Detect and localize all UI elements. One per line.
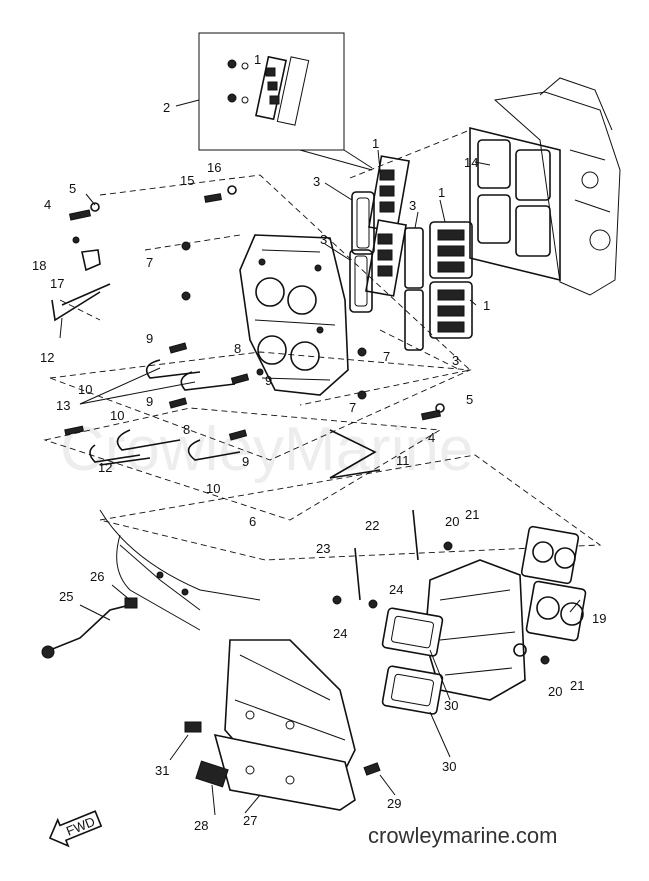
callout-24: 24 xyxy=(333,626,347,641)
callout-3: 3 xyxy=(409,198,416,213)
reed-valve-assemblies xyxy=(349,155,473,351)
callout-10: 10 xyxy=(206,481,220,496)
callout-9: 9 xyxy=(265,373,272,388)
callout-8: 8 xyxy=(183,422,190,437)
hoses xyxy=(51,283,381,479)
callout-3: 3 xyxy=(313,174,320,189)
crankcase-block xyxy=(493,77,621,296)
callout-28: 28 xyxy=(194,818,208,833)
callout-2: 2 xyxy=(163,100,170,115)
dashed-assembly-outlines xyxy=(43,129,602,561)
callout-31: 31 xyxy=(155,763,169,778)
callout-labels: 1 1 1 1 2 3 3 3 3 4 4 5 5 6 7 7 7 8 8 9 … xyxy=(32,52,606,833)
callout-9: 9 xyxy=(146,394,153,409)
callout-3: 3 xyxy=(320,232,327,247)
callout-12: 12 xyxy=(98,460,112,475)
callout-1: 1 xyxy=(483,298,490,313)
callout-12: 12 xyxy=(40,350,54,365)
reed-valve-detail-inset xyxy=(198,32,373,171)
silencer-body xyxy=(41,509,261,659)
callout-19: 19 xyxy=(592,611,606,626)
callout-20: 20 xyxy=(548,684,562,699)
callout-15: 15 xyxy=(180,173,194,188)
callout-29: 29 xyxy=(387,796,401,811)
callout-7: 7 xyxy=(349,400,356,415)
callout-20: 20 xyxy=(445,514,459,529)
callout-13: 13 xyxy=(56,398,70,413)
callout-6: 6 xyxy=(249,514,256,529)
callout-26: 26 xyxy=(90,569,104,584)
callout-18: 18 xyxy=(32,258,46,273)
site-url-text: crowleymarine.com xyxy=(368,823,558,848)
fittings-and-bolts xyxy=(64,185,445,441)
fwd-arrow-badge: FWD xyxy=(48,810,103,848)
callout-17: 17 xyxy=(50,276,64,291)
callout-1: 1 xyxy=(372,136,379,151)
callout-4: 4 xyxy=(428,430,435,445)
callout-21: 21 xyxy=(570,678,584,693)
callout-24: 24 xyxy=(389,582,403,597)
callout-30: 30 xyxy=(442,759,456,774)
callout-8: 8 xyxy=(234,341,241,356)
callout-10: 10 xyxy=(78,382,92,397)
carburetor-assembly xyxy=(332,509,587,715)
callout-7: 7 xyxy=(146,255,153,270)
callout-7: 7 xyxy=(383,349,390,364)
callout-22: 22 xyxy=(365,518,379,533)
callout-14: 14 xyxy=(464,155,478,170)
callout-10: 10 xyxy=(110,408,124,423)
callout-9: 9 xyxy=(146,331,153,346)
callout-27: 27 xyxy=(243,813,257,828)
callout-11: 11 xyxy=(396,453,410,468)
crankcase-gasket xyxy=(469,126,561,282)
callout-4: 4 xyxy=(44,197,51,212)
callout-9: 9 xyxy=(242,454,249,469)
callout-23: 23 xyxy=(316,541,330,556)
callout-21: 21 xyxy=(465,507,479,522)
callout-16: 16 xyxy=(207,160,221,175)
callout-25: 25 xyxy=(59,589,73,604)
intake-manifold xyxy=(239,234,349,396)
callout-5: 5 xyxy=(466,392,473,407)
callout-3: 3 xyxy=(452,353,459,368)
callout-1: 1 xyxy=(254,52,261,67)
leader-lines xyxy=(59,99,581,816)
callout-30: 30 xyxy=(444,698,458,713)
callout-5: 5 xyxy=(69,181,76,196)
air-silencer-cover xyxy=(184,639,381,811)
callout-1: 1 xyxy=(438,185,445,200)
